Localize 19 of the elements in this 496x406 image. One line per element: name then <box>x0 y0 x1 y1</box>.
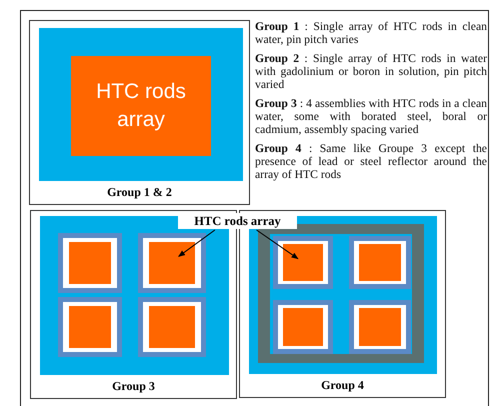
rod-array-block: HTC rods array <box>71 56 211 156</box>
rod-array-block <box>149 306 195 348</box>
rod-array-block <box>283 244 323 281</box>
group-description: Group 4 : Same like Groupe 3 except the presence of lead or steel reflector around the array of HTC rods <box>255 142 487 181</box>
arrow <box>256 230 298 260</box>
group-caption: Group 3 <box>112 379 155 394</box>
group-caption: Group 1 & 2 <box>107 185 172 200</box>
group-description: Group 3 : 4 assemblies with HTC rods in a clean water, some with borated steel, boral or cadmium, assembly spacing varied <box>255 97 487 136</box>
group-description: Group 2 : Single array of HTC rods in water with gadolinium or boron in solution, pin pitch varied <box>255 52 487 91</box>
group-panel <box>29 20 250 205</box>
callout-label: HTC rods array <box>178 213 297 229</box>
group-description: Group 1 : Single array of HTC rods in clean water, pin pitch varies <box>255 20 487 46</box>
rod-array-block <box>69 242 111 284</box>
rod-array-block <box>149 242 195 284</box>
rod-array-block <box>283 308 323 346</box>
rod-array-block <box>69 306 111 348</box>
group-caption: Group 4 <box>321 378 364 393</box>
rod-array-block <box>359 244 401 281</box>
rod-array-block <box>359 308 401 346</box>
